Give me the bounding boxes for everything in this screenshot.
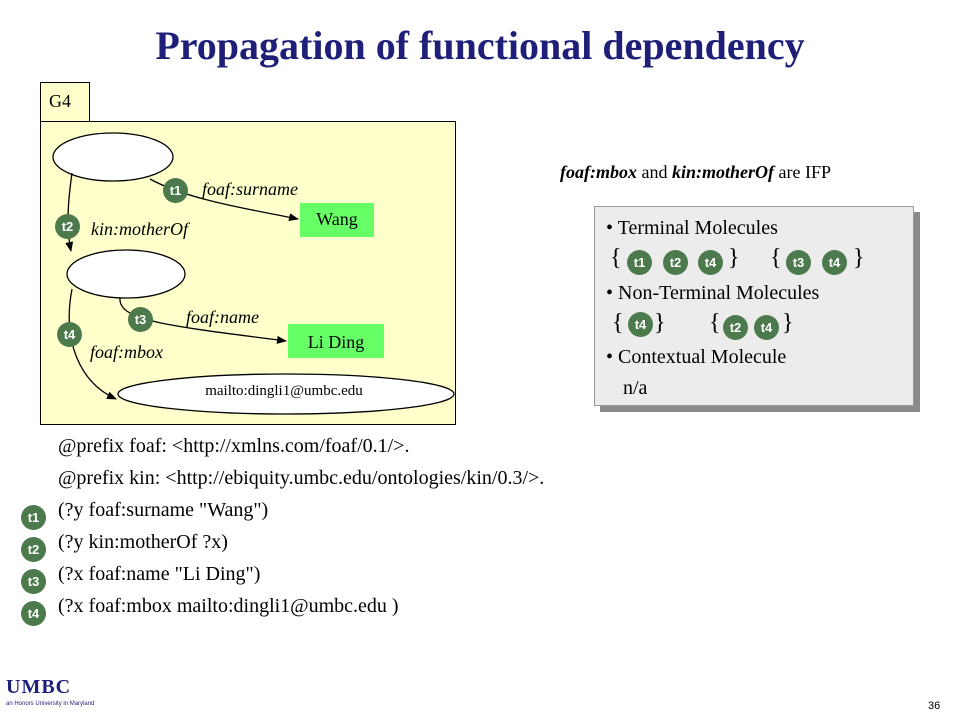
ifp-prop-mbox: foaf:mbox	[560, 162, 637, 182]
code-badge-t1: t1	[21, 505, 46, 530]
edge-name	[119, 297, 287, 344]
ifp-and: and	[636, 162, 672, 182]
graph-canvas	[52, 132, 455, 415]
page-number: 36	[928, 700, 941, 712]
terminal-molecules-heading: • Terminal Molecules	[606, 217, 778, 239]
molecule-badge-t4: t4	[698, 250, 723, 275]
node-y	[52, 132, 174, 182]
prefix-kin-line: @prefix kin: <http://ebiquity.umbc.edu/o…	[58, 467, 545, 489]
node-mbox	[117, 373, 455, 415]
code-badge-t3: t3	[21, 569, 46, 594]
non-terminal-molecules-heading: • Non-Terminal Molecules	[606, 282, 820, 304]
triple-line-t3: (?x foaf:name "Li Ding")	[58, 563, 261, 585]
molecule-badge-t4: t4	[754, 315, 779, 340]
brace-open: {	[770, 245, 782, 271]
non-terminal-molecules-label: Non-Terminal Molecules	[618, 282, 820, 304]
node-x	[66, 249, 186, 299]
graph-badge-t2: t2	[55, 214, 80, 239]
molecule-badge-t4: t4	[822, 250, 847, 275]
contextual-molecule-label: Contextual Molecule	[618, 346, 787, 368]
edge-label-name: foaf:name	[186, 307, 259, 327]
graph-badge-t3: t3	[128, 307, 153, 332]
triple-line-t4: (?x foaf:mbox mailto:dingli1@umbc.edu )	[58, 595, 399, 617]
edge-label-surname: foaf:surname	[202, 179, 298, 199]
slide-title: Propagation of functional dependency	[155, 23, 805, 68]
ifp-prop-mother-of: kin:motherOf	[671, 162, 774, 182]
molecules-box	[594, 206, 914, 406]
contextual-molecule-value: n/a	[623, 377, 648, 399]
triple-line-t1: (?y foaf:surname "Wang")	[58, 499, 269, 521]
edge-mbox	[68, 288, 117, 400]
code-badge-t2: t2	[21, 537, 46, 562]
literal-li-ding: Li Ding	[288, 324, 384, 358]
brace-close: }	[728, 245, 740, 271]
terminal-molecules-label: Terminal Molecules	[617, 217, 778, 239]
graph-badge-t1: t1	[163, 178, 188, 203]
literal-wang: Wang	[300, 203, 374, 237]
prefix-foaf-line: @prefix foaf: <http://xmlns.com/foaf/0.1…	[58, 435, 410, 457]
brace-close: }	[782, 310, 794, 336]
edge-label-mother-of: kin:motherOf	[91, 219, 188, 239]
brace-open: {	[610, 245, 622, 271]
brace-open: {	[709, 310, 721, 336]
triples-listing: @prefix foaf: <http://xmlns.com/foaf/0.1…	[58, 430, 544, 622]
contextual-molecule-heading: • Contextual Molecule	[606, 346, 787, 368]
code-badge-t4: t4	[21, 601, 46, 626]
edge-mother-of	[65, 172, 74, 252]
ifp-suffix: are IFP	[774, 162, 832, 182]
edge-label-mbox: foaf:mbox	[90, 342, 163, 362]
graph-badge-t4: t4	[57, 322, 82, 347]
umbc-logo: UMBC	[6, 676, 72, 698]
brace-close: }	[654, 310, 666, 336]
molecule-badge-t1: t1	[627, 250, 652, 275]
molecule-badge-t3: t3	[786, 250, 811, 275]
brace-open: {	[612, 310, 624, 336]
molecule-badge-t2: t2	[723, 315, 748, 340]
triple-line-t2: (?y kin:motherOf ?x)	[58, 531, 228, 553]
molecule-badge-t2: t2	[663, 250, 688, 275]
mbox-node-label: mailto:dingli1@umbc.edu	[205, 383, 363, 399]
umbc-tagline: an Honors University in Maryland	[6, 701, 95, 707]
brace-close: }	[853, 245, 865, 271]
molecule-badge-t4: t4	[628, 312, 653, 337]
graph-tab-label: G4	[40, 82, 90, 122]
ifp-note: foaf:mbox and kin:motherOf are IFP	[560, 162, 831, 183]
